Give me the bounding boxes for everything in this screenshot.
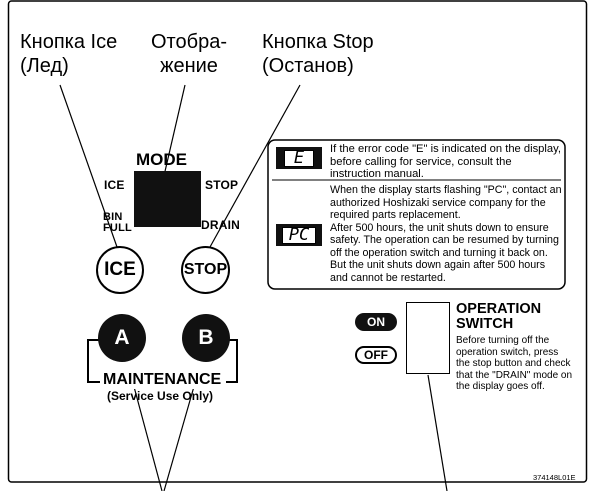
a-leader-line xyxy=(132,382,163,491)
stop-indicator-label: STOP xyxy=(205,178,239,192)
bin-full-indicator-label: BIN FULL xyxy=(103,211,132,234)
off-indicator: OFF xyxy=(355,346,397,364)
error-code-pc: PC xyxy=(282,225,316,245)
error-message-frame xyxy=(267,139,566,290)
mode-title: MODE xyxy=(136,150,187,169)
error-e-message: If the error code "E" is indicated on th… xyxy=(330,143,561,180)
maintenance-b-button[interactable]: B xyxy=(182,314,230,362)
maintenance-a-button[interactable]: A xyxy=(98,314,146,362)
part-code: 374148L01E xyxy=(533,473,576,482)
error-code-e: E xyxy=(284,148,314,168)
error-code-e-display: E xyxy=(276,147,322,169)
error-code-pc-display: PC xyxy=(276,224,322,246)
display-leader-line xyxy=(162,84,186,181)
panel-border xyxy=(7,0,588,483)
switch-leader-line xyxy=(427,374,448,491)
display-callout: Отобра- жение xyxy=(151,31,227,77)
mode-display xyxy=(134,171,201,227)
ice-leader-line xyxy=(59,84,118,248)
operation-switch-title: OPERATION SWITCH xyxy=(456,301,542,332)
ice-button[interactable]: ICE xyxy=(96,246,144,294)
stop-button[interactable]: STOP xyxy=(181,246,230,294)
ice-button-callout: Кнопка Ice (Лед) xyxy=(20,31,118,77)
stop-button-callout: Кнопка Stop (Останов) xyxy=(262,31,374,77)
maintenance-label: MAINTENANCE xyxy=(100,371,225,389)
operation-switch-instructions: Before turning off the operation switch,… xyxy=(456,335,573,393)
stop-leader-line xyxy=(209,84,301,248)
drain-indicator-label: DRAIN xyxy=(201,218,240,232)
on-indicator: ON xyxy=(355,313,397,331)
ice-indicator-label: ICE xyxy=(104,178,125,192)
maintenance-subtitle: (Service Use Only) xyxy=(107,389,214,403)
operation-switch[interactable] xyxy=(406,302,450,374)
b-leader-line xyxy=(163,382,196,491)
error-pc-message: When the display starts flashing "PC", c… xyxy=(330,184,562,284)
